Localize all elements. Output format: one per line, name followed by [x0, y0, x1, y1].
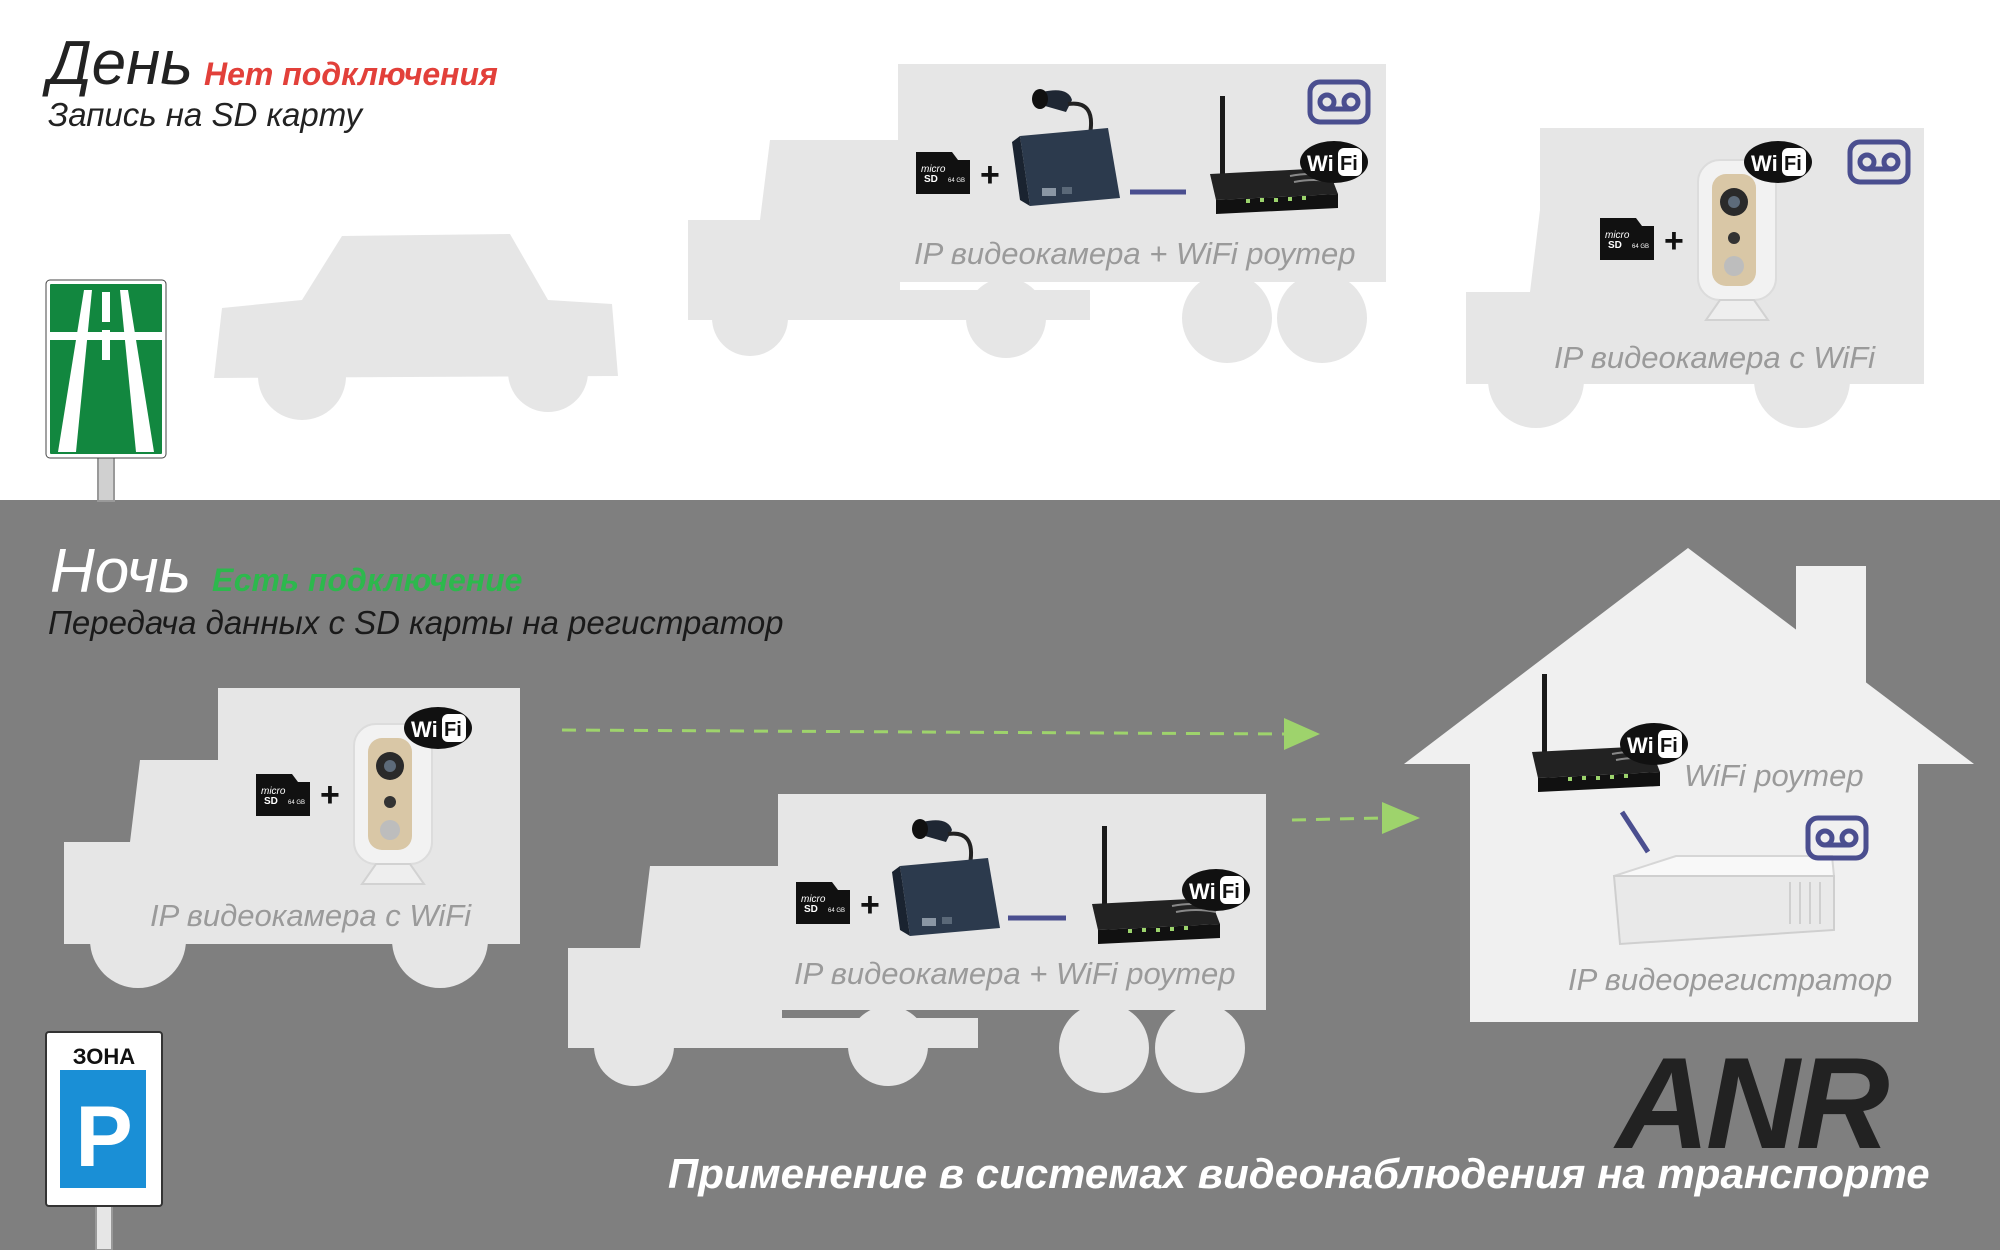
day-van-label: IP видеокамера с WiFi [1554, 340, 1876, 375]
data-transfer-arrows [561, 718, 1420, 834]
night-subtitle: Передача данных с SD карты на регистрато… [48, 604, 784, 641]
day-status: Нет подключения [204, 56, 498, 92]
night-van-label: IP видеокамера с WiFi [150, 898, 472, 933]
night-truck-label: IP видеокамера + WiFi роутер [794, 956, 1236, 991]
parking-letter: P [75, 1089, 132, 1185]
car-silhouette [214, 234, 618, 420]
parking-zone-text: ЗОНА [73, 1044, 135, 1069]
night-van: + [64, 688, 520, 988]
plus-sign: + [320, 776, 340, 814]
night-title: Ночь [50, 537, 192, 606]
night-truck: + [568, 794, 1266, 1093]
day-truck: + [688, 64, 1386, 363]
night-status: Есть подключение [212, 562, 523, 598]
day-van: + [1466, 128, 1924, 428]
recorder-label: IP видеорегистратор [1568, 962, 1893, 997]
highway-sign [45, 279, 167, 502]
parking-sign: ЗОНА P [45, 1031, 163, 1250]
brand-logo: ANR [1616, 1030, 1890, 1176]
plus-sign: + [980, 156, 1000, 194]
plus-sign: + [1664, 222, 1684, 260]
day-title: День [48, 29, 193, 98]
day-subtitle: Запись на SD карту [48, 96, 363, 133]
router-label: WiFi роутер [1684, 758, 1864, 793]
nvr-device [1612, 855, 1836, 946]
house [1404, 548, 1974, 1022]
plus-sign: + [860, 886, 880, 924]
footer-tagline: Применение в системах видеонаблюдения на… [668, 1150, 1930, 1197]
day-truck-label: IP видеокамера + WiFi роутер [914, 236, 1356, 271]
